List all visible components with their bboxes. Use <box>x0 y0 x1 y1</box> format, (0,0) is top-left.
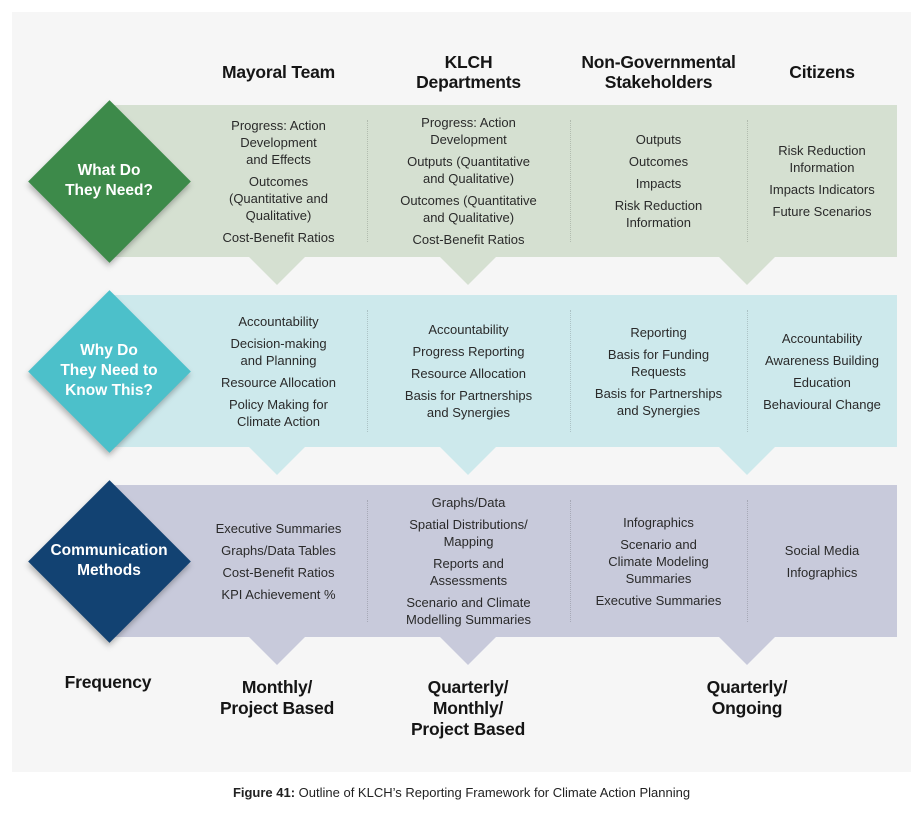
caption-text: Outline of KLCH’s Reporting Framework fo… <box>295 785 691 800</box>
list-item: KPI Achievement % <box>221 586 336 602</box>
list-item: Future Scenarios <box>772 204 872 219</box>
frequency-value-mayoral-team: Monthly/ Project Based <box>219 677 335 718</box>
row-communication-methods: Communication Methods Executive Summarie… <box>0 479 923 665</box>
list-item: Reporting <box>630 324 687 340</box>
list-item: Impacts <box>635 176 682 191</box>
list-item: Decision-making and Planning <box>230 335 327 368</box>
list-item: Infographics <box>786 564 858 580</box>
row-band <box>109 105 897 257</box>
list-item: Outputs <box>635 132 682 147</box>
list-item: Accountability <box>781 330 863 346</box>
pointer-arrow <box>249 447 305 475</box>
list-item: Education <box>793 374 851 390</box>
column-divider <box>747 500 748 622</box>
list-item: Policy Making for Climate Action <box>229 396 328 429</box>
list-item: Cost-Benefit Ratios <box>222 564 335 580</box>
pointer-arrow <box>719 637 775 665</box>
list-item: Graphs/Data <box>431 495 506 510</box>
list-item: Outcomes (Quantitative and Qualitative) <box>400 193 537 225</box>
list-item: Awareness Building <box>765 352 879 368</box>
pointer-arrow <box>719 257 775 285</box>
caption-figure-number: Figure 41: <box>232 785 296 800</box>
column-divider <box>570 500 571 622</box>
frequency-value-klch-departments: Quarterly/ Monthly/ Project Based <box>410 677 526 739</box>
pointer-arrow <box>249 257 305 285</box>
list-item: Behavioural Change <box>763 396 881 412</box>
row-label: What Do They Need? <box>65 162 153 199</box>
frequency-value-stakeholders-citizens: Quarterly/ Ongoing <box>706 677 788 718</box>
pointer-arrow <box>440 637 496 665</box>
list-item: Progress: Action Development and Effects <box>231 117 326 167</box>
list-item: Spatial Distributions/ Mapping <box>409 517 528 549</box>
list-item: Cost-Benefit Ratios <box>222 229 335 245</box>
column-header-non-governmental-stakeholders: Non-Governmental Stakeholders <box>581 52 736 92</box>
column-divider <box>570 120 571 242</box>
list-item: Graphs/Data Tables <box>221 542 336 558</box>
list-item: Executive Summaries <box>595 592 722 608</box>
column-divider <box>367 120 368 242</box>
frequency-label: Frequency <box>64 672 152 692</box>
list-item: Social Media <box>784 542 860 558</box>
list-item: Basis for Funding Requests <box>607 346 710 379</box>
column-divider <box>367 310 368 432</box>
list-item: Executive Summaries <box>215 520 342 536</box>
row-why-do-they-need-to-know: Why Do They Need to Know This? Accountab… <box>0 289 923 475</box>
column-header-mayoral-team: Mayoral Team <box>221 62 336 82</box>
list-item: Basis for Partnerships and Synergies <box>594 385 723 418</box>
row-label: Communication Methods <box>50 542 168 579</box>
row-band <box>109 295 897 447</box>
list-item: Resource Allocation <box>221 374 336 390</box>
pointer-arrow <box>249 637 305 665</box>
list-item: Accountability <box>428 322 509 337</box>
pointer-arrow <box>440 257 496 285</box>
list-item: Impacts Indicators <box>769 182 875 197</box>
list-item: Outcomes (Quantitative and Qualitative) <box>228 173 328 223</box>
list-item: Outcomes <box>628 154 689 169</box>
list-item: Scenario and Climate Modelling Summaries <box>406 595 531 627</box>
cell-mayoral-team: Progress: Action Development and Effects… <box>190 105 367 257</box>
list-item: Resource Allocation <box>411 366 526 381</box>
pointer-arrow <box>719 447 775 475</box>
column-divider <box>367 500 368 622</box>
list-item: Basis for Partnerships and Synergies <box>404 388 533 420</box>
pointer-arrow <box>440 447 496 475</box>
list-item: Accountability <box>238 313 319 329</box>
column-divider <box>747 120 748 242</box>
row-what-do-they-need: What Do They Need? Progress: Action Deve… <box>0 99 923 285</box>
column-divider <box>747 310 748 432</box>
figure-caption: Figure 41: Outline of KLCH’s Reporting F… <box>0 784 923 802</box>
list-item: Outputs (Quantitative and Qualitative) <box>407 154 530 186</box>
list-item: Progress: Action Development <box>421 115 516 147</box>
list-item: Reports and Assessments <box>429 556 508 588</box>
row-band <box>109 485 897 637</box>
column-divider <box>570 310 571 432</box>
list-item: Infographics <box>623 514 694 530</box>
list-item: Risk Reduction Information <box>614 198 703 230</box>
row-label: Why Do They Need to Know This? <box>60 342 158 399</box>
list-item: Scenario and Climate Modeling Summaries <box>608 536 709 586</box>
list-item: Risk Reduction Information <box>778 143 866 175</box>
column-header-citizens: Citizens <box>789 62 855 82</box>
column-header-klch-departments: KLCH Departments <box>416 52 521 92</box>
list-item: Progress Reporting <box>412 344 525 359</box>
list-item: Cost-Benefit Ratios <box>412 232 525 247</box>
